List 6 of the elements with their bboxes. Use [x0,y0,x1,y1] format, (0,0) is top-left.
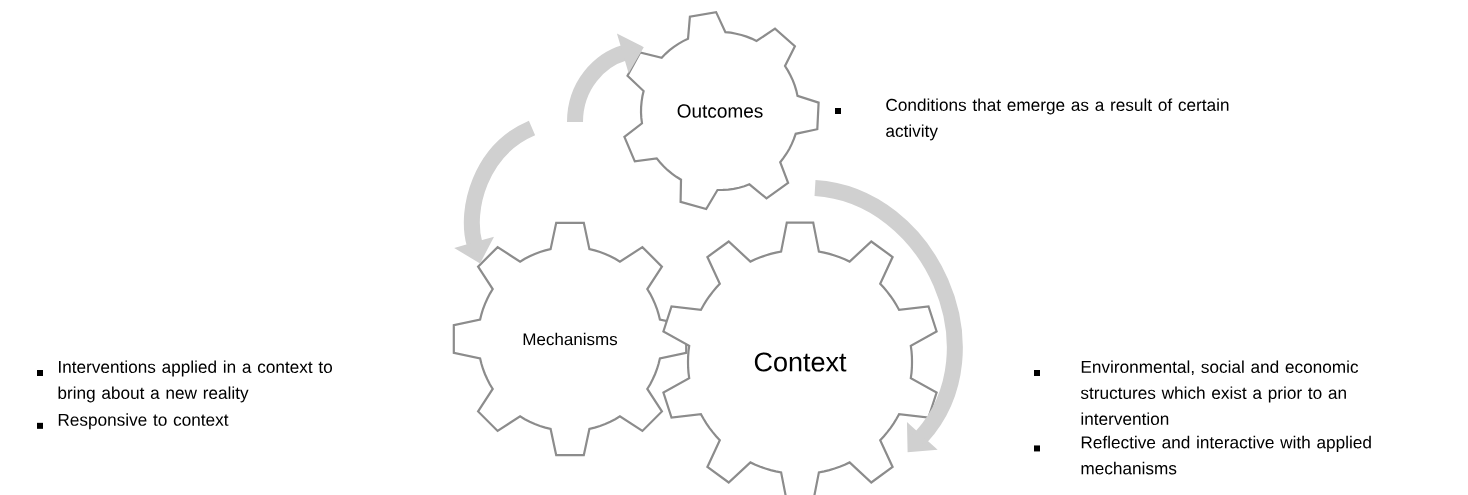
bullet-item: Environmental, social and economic structures which exist a prior to an intervention [1034,360,1359,426]
bullet-item: Responsive to context [37,413,229,430]
bullet-item: Reflective and interactive with applied mechanisms [1034,435,1371,475]
bullet-item: Conditions that emerge as a result of certain activity [835,98,1229,141]
node-label: Context [754,352,847,372]
bullet-item: Interventions applied in a context to bring about a new reality [37,360,332,403]
